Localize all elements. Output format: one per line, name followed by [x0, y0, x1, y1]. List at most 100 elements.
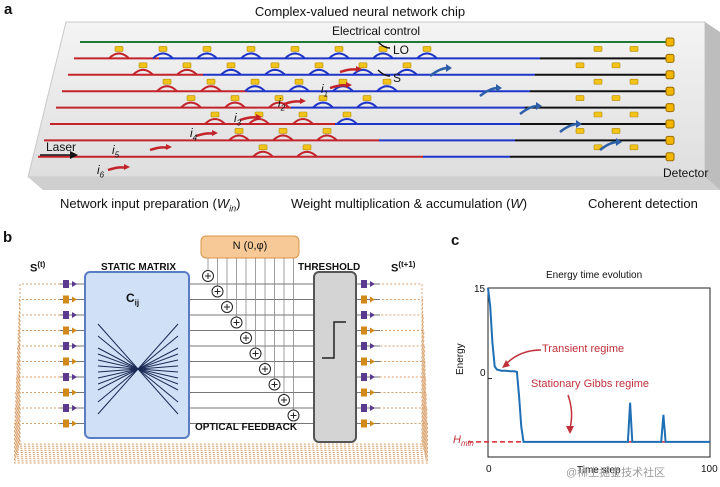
modulator-out-9 — [361, 419, 367, 428]
detector-5 — [665, 119, 675, 129]
modulator-out-arrow-3 — [370, 327, 375, 334]
modulator-in-8 — [63, 404, 69, 412]
phase-heater — [362, 95, 372, 101]
modulator-out-arrow-0 — [370, 281, 375, 287]
crossbar-up-5 — [97, 353, 179, 385]
modulator-out-3 — [361, 326, 367, 335]
optical-ising-machine-diagram — [14, 235, 428, 464]
phase-heater — [278, 128, 288, 134]
adder-plus-2 — [224, 304, 230, 310]
adder-plus-8 — [281, 397, 287, 403]
modulator-in-arrow-0 — [72, 281, 77, 287]
coupler — [108, 52, 130, 60]
modulator-in-4 — [63, 342, 69, 350]
input-label-1: i1 — [321, 82, 329, 99]
input-arrowhead-2 — [212, 130, 218, 136]
modulator-in-6 — [63, 373, 69, 381]
feedback-loop-7 — [15, 392, 427, 460]
coupler — [308, 68, 330, 76]
phase-heater — [342, 111, 352, 118]
modulator-in-arrow-9 — [72, 420, 77, 427]
feedback-loop-3 — [17, 330, 425, 451]
noise-box — [200, 235, 300, 259]
phase-heater — [234, 128, 244, 134]
photonic-chip — [27, 21, 720, 190]
modulator-in-arrow-5 — [72, 358, 77, 365]
coupler — [204, 118, 226, 125]
adder-plus-9 — [290, 412, 297, 419]
modulator-in-0 — [63, 280, 69, 288]
panel-a-letter: a — [4, 1, 13, 18]
modulator-in-arrow-3 — [72, 327, 77, 334]
modulator-out-arrow-7 — [370, 389, 375, 396]
chip-front-face — [28, 177, 720, 190]
s-in-label: S(t) — [30, 260, 46, 275]
cij-label: Cij — [126, 291, 140, 308]
modulator-in-arrow-4 — [72, 343, 77, 349]
coupler — [224, 101, 246, 109]
coupler — [312, 101, 334, 109]
panel-c-letter: c — [451, 232, 460, 249]
annotation-transient: Transient regime — [542, 343, 625, 355]
modulator-out-5 — [361, 357, 367, 366]
coupler — [328, 52, 350, 60]
detection-heater — [593, 111, 603, 118]
plot-frame — [487, 287, 711, 458]
phase-heater — [314, 62, 324, 69]
phase-heater — [402, 62, 412, 69]
noise-lines — [207, 258, 294, 412]
modulator-in-2 — [63, 311, 69, 319]
detection-heater — [629, 144, 639, 151]
input-label-4: i4 — [190, 126, 198, 143]
static-matrix-label: STATIC MATRIX — [101, 262, 176, 273]
transient-arrowhead — [502, 360, 510, 368]
feedback-loop-1 — [18, 299, 424, 447]
modulator-in-5 — [63, 357, 69, 366]
phase-heater — [250, 78, 260, 85]
input-label-5: i5 — [112, 143, 120, 160]
coupler — [292, 118, 314, 125]
feedback-loop-0 — [19, 283, 423, 445]
phase-heater — [258, 144, 268, 151]
noise-label: N (0,φ) — [232, 240, 268, 252]
lo-label: LO — [393, 43, 410, 57]
phase-heater — [202, 46, 212, 52]
coupler — [284, 52, 306, 60]
modulator-out-6 — [361, 373, 367, 381]
input-arrowhead-3 — [256, 114, 262, 120]
input-arrowhead-0 — [124, 164, 130, 170]
phase-heater — [246, 46, 256, 52]
output-arrowhead-4 — [616, 138, 622, 146]
input-arrowhead-4 — [300, 98, 306, 104]
coupler — [376, 85, 398, 92]
watermark: @稀土掘金技术社区 — [566, 467, 666, 479]
output-arrowhead-3 — [576, 120, 582, 128]
detection-heater — [611, 95, 621, 101]
energy-chart — [468, 287, 711, 458]
detection-heater — [629, 111, 639, 118]
phase-heater — [302, 144, 312, 151]
coupler — [132, 68, 154, 76]
adder-plus-7 — [271, 381, 278, 388]
coupler — [296, 150, 318, 158]
detector-4 — [665, 103, 675, 113]
coupler — [240, 52, 262, 60]
adder-plus-1 — [214, 288, 221, 295]
waveguides — [38, 37, 675, 162]
panel-a-title: Complex-valued neural network chip — [254, 4, 466, 19]
coupler — [228, 134, 250, 142]
coupler — [356, 101, 378, 109]
section-input-preparation: Network input preparation (Win) — [60, 196, 241, 214]
coupler — [396, 68, 418, 76]
s-arrow — [377, 69, 391, 77]
modulator-out-arrow-5 — [370, 358, 375, 365]
coupler — [336, 118, 358, 125]
electrical-control-label: Electrical control — [332, 24, 421, 38]
phase-heater — [186, 95, 196, 101]
phase-heater — [270, 62, 280, 69]
coupler — [248, 118, 270, 125]
y-tick-label-zero: 0 — [480, 368, 486, 379]
lo-arrow — [377, 41, 391, 49]
detection-heater — [611, 62, 621, 69]
s-label: S — [393, 71, 402, 85]
